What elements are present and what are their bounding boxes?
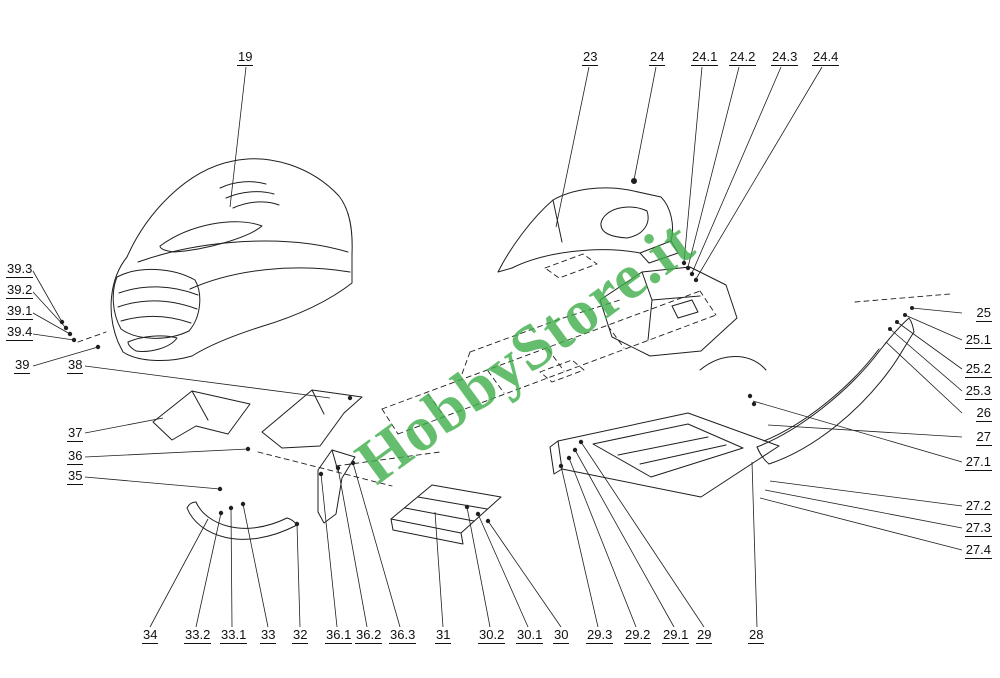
rear-support-shape bbox=[599, 266, 767, 371]
part-label-26: 26 bbox=[975, 405, 992, 422]
part-label-39-3: 39.3 bbox=[6, 261, 34, 278]
part-label-36-1: 36.1 bbox=[325, 627, 353, 644]
part-label-36: 36 bbox=[67, 448, 84, 465]
part-label-29-1: 29.1 bbox=[662, 627, 690, 644]
part-label-39: 39 bbox=[14, 357, 31, 374]
part-label-25-1: 25.1 bbox=[964, 332, 992, 349]
part-label-30-1: 30.1 bbox=[516, 627, 544, 644]
part-label-37: 37 bbox=[67, 425, 84, 442]
cowl-panel-shape bbox=[497, 187, 679, 273]
part-label-29-3: 29.3 bbox=[586, 627, 614, 644]
part-label-38: 38 bbox=[67, 357, 84, 374]
part-label-24-4: 24.4 bbox=[812, 49, 840, 66]
fastener-dots bbox=[59, 178, 914, 527]
footboard-shape bbox=[549, 412, 780, 498]
part-label-27-3: 27.3 bbox=[964, 520, 992, 537]
bracket-shapes bbox=[152, 389, 363, 524]
part-label-25-2: 25.2 bbox=[964, 361, 992, 378]
part-label-24-2: 24.2 bbox=[729, 49, 757, 66]
step-panel-shape bbox=[390, 484, 502, 545]
chassis-dashed-outline bbox=[77, 253, 951, 487]
part-label-33: 33 bbox=[260, 627, 277, 644]
part-label-29: 29 bbox=[696, 627, 713, 644]
part-label-39-4: 39.4 bbox=[6, 324, 34, 341]
part-label-25: 25 bbox=[975, 305, 992, 322]
part-label-24-3: 24.3 bbox=[771, 49, 799, 66]
part-label-36-2: 36.2 bbox=[355, 627, 383, 644]
bumper-shape bbox=[186, 501, 298, 540]
part-label-28: 28 bbox=[748, 627, 765, 644]
leader-lines bbox=[32, 66, 963, 628]
part-label-33-2: 33.2 bbox=[184, 627, 212, 644]
part-label-23: 23 bbox=[582, 49, 599, 66]
part-label-39-1: 39.1 bbox=[6, 303, 34, 320]
part-label-34: 34 bbox=[142, 627, 159, 644]
part-label-36-3: 36.3 bbox=[389, 627, 417, 644]
part-label-31: 31 bbox=[435, 627, 452, 644]
fender-shape bbox=[756, 317, 915, 465]
part-label-19: 19 bbox=[237, 49, 254, 66]
part-label-35: 35 bbox=[67, 468, 84, 485]
part-label-27-1: 27.1 bbox=[964, 454, 992, 471]
part-label-30: 30 bbox=[553, 627, 570, 644]
part-label-30-2: 30.2 bbox=[478, 627, 506, 644]
part-label-32: 32 bbox=[292, 627, 309, 644]
part-label-24: 24 bbox=[649, 49, 666, 66]
hood-shape bbox=[110, 158, 353, 362]
part-label-27: 27 bbox=[975, 429, 992, 446]
part-label-24-1: 24.1 bbox=[691, 49, 719, 66]
part-label-27-2: 27.2 bbox=[964, 498, 992, 515]
part-label-39-2: 39.2 bbox=[6, 282, 34, 299]
part-label-33-1: 33.1 bbox=[220, 627, 248, 644]
part-label-29-2: 29.2 bbox=[624, 627, 652, 644]
part-label-25-3: 25.3 bbox=[964, 383, 992, 400]
part-label-27-4: 27.4 bbox=[964, 542, 992, 559]
